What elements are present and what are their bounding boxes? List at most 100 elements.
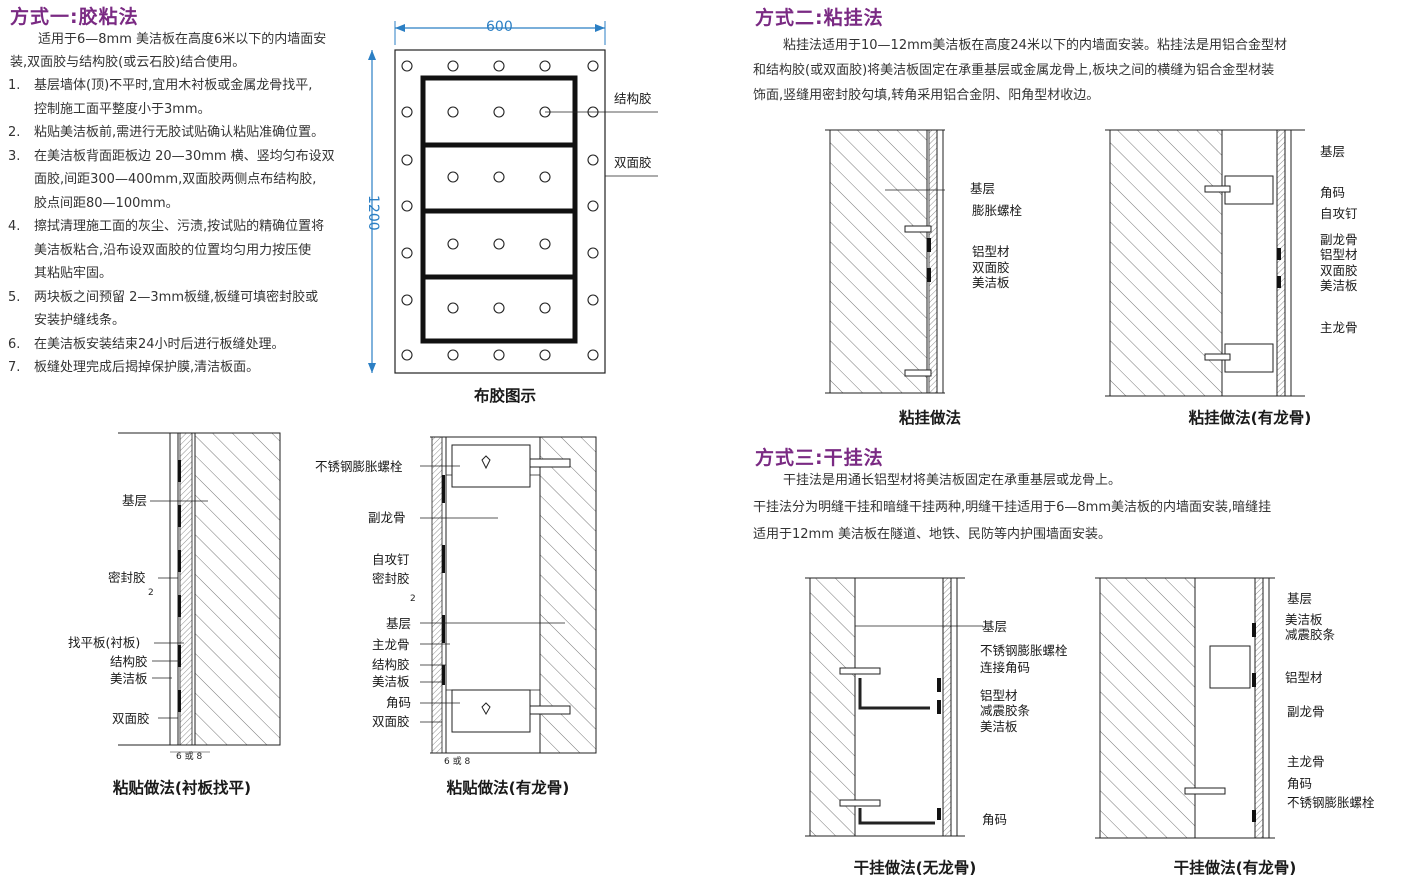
hk-label-angle: 角码 <box>1320 185 1346 200</box>
dk-label-main-keel: 主龙骨 <box>1287 754 1325 769</box>
hang-diagram <box>825 129 945 394</box>
glue-dot <box>493 106 505 118</box>
glue-dot <box>447 349 459 361</box>
d-label-connector: 连接角码 <box>980 660 1031 675</box>
pk-thickness: 6 或 8 <box>444 757 471 767</box>
hang-keel-diagram <box>1105 129 1305 397</box>
glue-dot <box>587 294 599 306</box>
d-label-bolt: 不锈钢膨胀螺栓 <box>980 643 1068 658</box>
glue-dot <box>493 238 505 250</box>
step-text-line: 美洁板粘合,沿布设双面胶的位置均匀用力按压使 <box>34 242 312 258</box>
glue-dot <box>401 60 413 72</box>
h-label-base: 基层 <box>970 181 996 196</box>
dk-label-bolt: 不锈钢膨胀螺栓 <box>1287 795 1375 810</box>
label-structural-glue: 结构胶 <box>614 91 652 106</box>
glue-dot <box>447 171 459 183</box>
step-item: 5.两块板之间预留 2—3mm板缝,板缝可填密封胶或安装护缝线条。 <box>8 286 363 333</box>
method1-steps: 1.基层墙体(顶)不平时,宜用木衬板或金属龙骨找平,控制施工面平整度小于3mm。… <box>8 74 363 384</box>
hk-label-board: 美洁板 <box>1320 278 1358 293</box>
hk-label-double: 双面胶 <box>1320 263 1358 278</box>
paste-liner-diagram <box>118 432 281 753</box>
pl-gap: 2 <box>148 588 154 598</box>
method3-line3: 适用于12mm 美洁板在隧道、地铁、民防等内护围墙面安装。 <box>753 527 1112 542</box>
pl-label-structural: 结构胶 <box>110 654 148 669</box>
step-item: 1.基层墙体(顶)不平时,宜用木衬板或金属龙骨找平,控制施工面平整度小于3mm。 <box>8 74 363 121</box>
pk-gap: 2 <box>410 594 416 604</box>
step-text-line: 擦拭清理施工面的灰尘、污渍,按试贴的精确位置将 <box>34 219 325 234</box>
pk-label-board: 美洁板 <box>372 674 410 689</box>
dk-label-alu: 铝型材 <box>1285 670 1323 685</box>
dk-label-angle: 角码 <box>1287 776 1313 791</box>
paste-liner-caption: 粘贴做法(衬板找平) <box>112 779 252 797</box>
step-text-line: 两块板之间预留 2—3mm板缝,板缝可填密封胶或 <box>34 289 319 305</box>
pl-label-base: 基层 <box>122 493 148 508</box>
glue-dot <box>539 171 551 183</box>
glue-dot <box>539 60 551 72</box>
h-label-board: 美洁板 <box>972 275 1010 290</box>
step-number: 7. <box>8 360 21 375</box>
glue-dot <box>539 349 551 361</box>
glue-dot <box>587 60 599 72</box>
step-text-line: 安装护缝线条。 <box>34 313 126 328</box>
method2-line2: 和结构胶(或双面胶)将美洁板固定在承重基层或金属龙骨上,板块之间的横缝为铝合金型… <box>753 63 1275 78</box>
step-number: 4. <box>8 219 21 234</box>
glue-dot <box>447 302 459 314</box>
step-text-line: 在美洁板背面距板边 20—30mm 横、竖均匀布设双 <box>34 148 335 164</box>
glue-diagram-caption: 布胶图示 <box>473 387 536 405</box>
pl-label-board: 美洁板 <box>110 671 148 686</box>
step-text-line: 粘贴美洁板前,需进行无胶试贴确认粘贴准确位置。 <box>34 125 325 140</box>
glue-dot <box>493 171 505 183</box>
method1-intro-line2: 装,双面胶与结构胶(或云石胶)结合使用。 <box>10 55 246 70</box>
pl-label-liner: 找平板(衬板) <box>68 635 141 650</box>
paste-keel-diagram <box>420 436 597 754</box>
glue-dot <box>401 154 413 166</box>
d-label-alu: 铝型材 <box>980 688 1018 703</box>
dk-label-rubber: 减震胶条 <box>1285 627 1336 642</box>
dk-label-board: 美洁板 <box>1285 612 1323 627</box>
d-label-rubber: 减震胶条 <box>980 703 1031 718</box>
step-item: 2.粘贴美洁板前,需进行无胶试贴确认粘贴准确位置。 <box>8 121 363 145</box>
hk-label-main-keel: 主龙骨 <box>1320 320 1358 335</box>
pk-label-angle: 角码 <box>386 695 412 710</box>
step-text-line: 板缝处理完成后揭掉保护膜,清洁板面。 <box>34 360 260 375</box>
dk-label-sub-keel: 副龙骨 <box>1287 704 1325 719</box>
pk-label-double: 双面胶 <box>372 714 410 729</box>
glue-dot <box>447 60 459 72</box>
dry-diagram <box>805 577 983 837</box>
hk-label-screw: 自攻钉 <box>1320 206 1358 221</box>
method1-title: 方式一:胶粘法 <box>10 6 139 28</box>
method2-title: 方式二:粘挂法 <box>755 7 884 29</box>
glue-dot <box>493 349 505 361</box>
step-item: 3.在美洁板背面距板边 20—30mm 横、竖均匀布设双面胶,间距300—400… <box>8 145 363 216</box>
glue-dot <box>587 247 599 259</box>
pk-label-screw: 自攻钉 <box>372 552 410 567</box>
step-text-line: 胶点间距80—100mm。 <box>34 195 179 211</box>
d-label-angle: 角码 <box>982 812 1008 827</box>
step-text-line: 控制施工面平整度小于3mm。 <box>34 101 211 117</box>
step-text-line: 在美洁板安装结束24小时后进行板缝处理。 <box>34 336 285 352</box>
step-item: 6.在美洁板安装结束24小时后进行板缝处理。 <box>8 333 363 357</box>
dry-caption: 干挂做法(无龙骨) <box>853 859 977 877</box>
glue-layout-diagram <box>368 21 658 374</box>
dk-label-base: 基层 <box>1287 591 1313 606</box>
glue-dot <box>539 302 551 314</box>
step-item: 4. 擦拭清理施工面的灰尘、污渍,按试贴的精确位置将美洁板粘合,沿布设双面胶的位置… <box>8 215 363 286</box>
glue-dot <box>447 238 459 250</box>
pk-label-bolt: 不锈钢膨胀螺栓 <box>315 459 403 474</box>
pk-label-main-keel: 主龙骨 <box>372 637 410 652</box>
step-number: 3. <box>8 148 21 164</box>
glue-dot <box>587 200 599 212</box>
glue-dot <box>587 154 599 166</box>
d-label-base: 基层 <box>982 619 1008 634</box>
glue-dot <box>401 200 413 212</box>
d-label-board: 美洁板 <box>980 719 1018 734</box>
method1-intro-line1: 适用于6—8mm 美洁板在高度6米以下的内墙面安 <box>38 32 327 47</box>
step-number: 1. <box>8 78 21 93</box>
hk-label-alu: 铝型材 <box>1320 247 1358 262</box>
glue-dot <box>447 106 459 118</box>
method2-line3: 饰面,竖缝用密封胶勾填,转角采用铝合金阴、阳角型材收边。 <box>753 88 1100 103</box>
step-item: 7. 板缝处理完成后揭掉保护膜,清洁板面。 <box>8 356 363 380</box>
hang-keel-caption: 粘挂做法(有龙骨) <box>1188 409 1312 427</box>
glue-dot <box>539 238 551 250</box>
glue-dot <box>401 294 413 306</box>
